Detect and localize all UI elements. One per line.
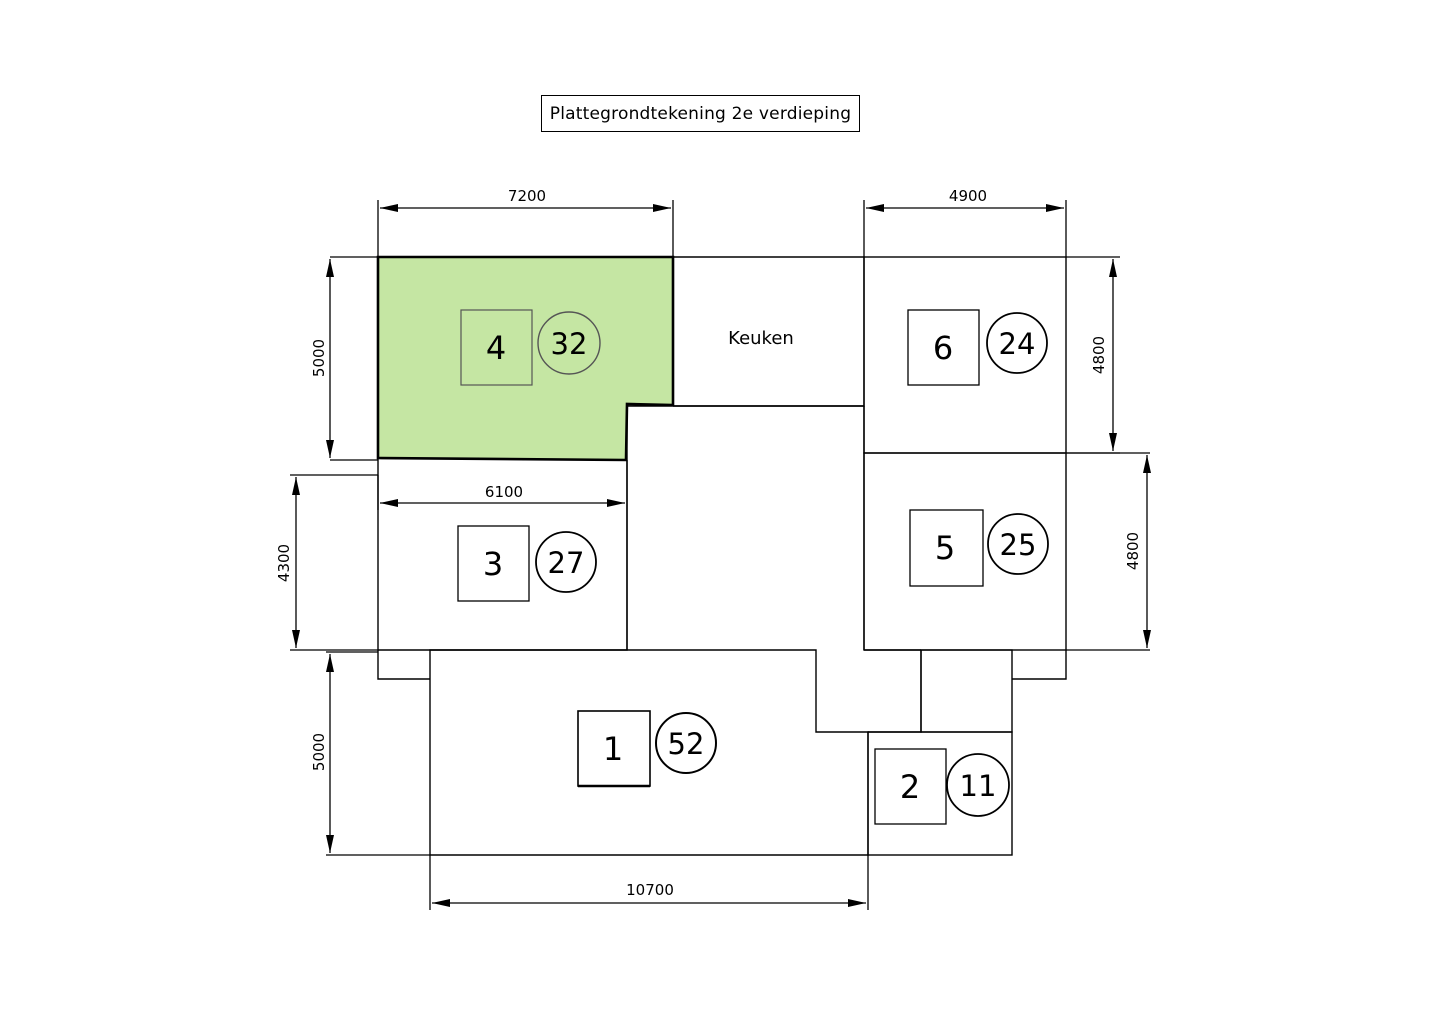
room-1-area-circle bbox=[655, 712, 717, 774]
dim-left-top: 5000 bbox=[310, 339, 328, 377]
room-1-area-value: 52 bbox=[668, 727, 705, 761]
dim-mid-left: 6100 bbox=[485, 483, 523, 501]
room-5-area-value: 25 bbox=[1000, 528, 1037, 562]
room-5-area-circle bbox=[987, 513, 1049, 575]
room-4-number-box bbox=[460, 309, 533, 386]
corridor-walls bbox=[864, 649, 922, 733]
room-6-area-circle bbox=[986, 312, 1048, 374]
room-6-outline bbox=[863, 256, 1067, 454]
room-1-outline bbox=[429, 649, 869, 856]
room-4-area-value: 32 bbox=[551, 327, 588, 361]
dim-right-mid: 4800 bbox=[1124, 532, 1142, 570]
room-6-area-value: 24 bbox=[999, 327, 1036, 361]
room-5-number: 5 bbox=[935, 529, 955, 567]
room-5-number-box bbox=[909, 509, 984, 587]
room-4-area[interactable] bbox=[376, 255, 675, 462]
dim-bottom: 10700 bbox=[626, 881, 674, 899]
room-3-number-box bbox=[457, 525, 530, 602]
kitchen-label: Keuken bbox=[728, 328, 794, 349]
room-2-area-value: 11 bbox=[960, 769, 997, 803]
dim-left-mid: 4300 bbox=[275, 544, 293, 582]
room-1-number: 1 bbox=[603, 730, 623, 768]
room-3-area-circle bbox=[535, 531, 597, 593]
dim-top-right: 4900 bbox=[949, 187, 987, 205]
dim-top-left: 7200 bbox=[508, 187, 546, 205]
room-3-number: 3 bbox=[483, 545, 503, 583]
room-6-number-box bbox=[907, 309, 980, 386]
storage-outline bbox=[920, 649, 1013, 733]
right-wall-notch bbox=[1012, 650, 1067, 680]
room-4-number: 4 bbox=[486, 329, 506, 367]
room-2-area-circle bbox=[946, 753, 1010, 817]
room-3-area-value: 27 bbox=[548, 546, 585, 580]
room-4-area-circle bbox=[537, 311, 601, 375]
dim-right-top: 4800 bbox=[1090, 336, 1108, 374]
dimension-lines bbox=[290, 200, 1151, 910]
room-2-number: 2 bbox=[900, 768, 920, 806]
hallway-outline bbox=[626, 405, 865, 650]
drawing-title: Plattegrondtekening 2e verdieping bbox=[541, 95, 860, 132]
room-2-outline bbox=[867, 731, 1013, 856]
dim-left-bottom: 5000 bbox=[310, 733, 328, 771]
room-6-number: 6 bbox=[933, 329, 953, 367]
room-2-number-box bbox=[874, 748, 947, 825]
